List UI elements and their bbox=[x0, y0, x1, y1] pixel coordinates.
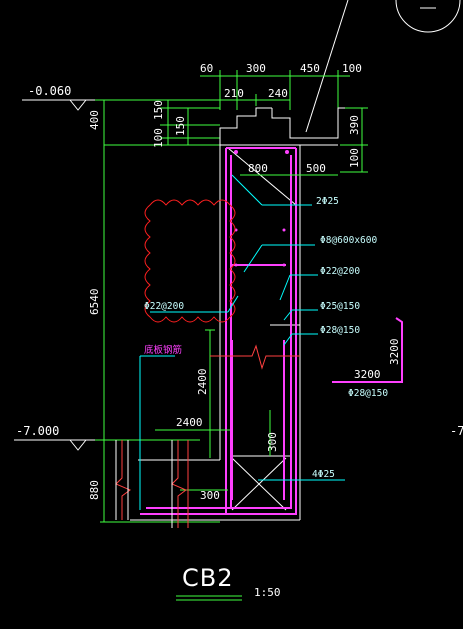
callout-circle bbox=[305, 0, 461, 133]
bottom-slab-rebar-label: 底板钢筋 bbox=[144, 344, 182, 356]
drawing-title: CB2 bbox=[182, 564, 234, 592]
level-bottom-text: -7.000 bbox=[16, 424, 59, 438]
detail-bent-bar bbox=[332, 317, 403, 383]
dim-300-vertical: 300 bbox=[266, 432, 279, 452]
dim-left-880: 880 bbox=[88, 480, 101, 500]
leader-lines bbox=[139, 174, 345, 510]
dim-2400-vertical: 2400 bbox=[196, 369, 209, 396]
dim-300-horizontal: 300 bbox=[200, 489, 220, 502]
rebar-label-4phi25: 4Φ25 bbox=[312, 469, 335, 480]
rebar-label-phi28: Φ28@150 bbox=[320, 325, 360, 336]
break-guides bbox=[115, 440, 173, 528]
dim-800: 800 bbox=[248, 162, 268, 175]
level-top-text: -0.060 bbox=[28, 84, 71, 98]
title-underline bbox=[176, 595, 242, 601]
dim-top-240: 240 bbox=[268, 87, 288, 100]
drawing-scale: 1:50 bbox=[254, 586, 281, 599]
detail-rebar-label: Φ28@150 bbox=[348, 388, 388, 399]
rebar-label-2phi25: 2Φ25 bbox=[316, 196, 339, 207]
rebar-label-phi25: Φ25@150 bbox=[320, 301, 360, 312]
rebar-label-phi22-right: Φ22@200 bbox=[320, 266, 360, 277]
dim-right-390: 390 bbox=[348, 115, 361, 135]
left-dimension-chain bbox=[100, 99, 220, 523]
dim-2400-horizontal: 2400 bbox=[176, 416, 203, 429]
detail-dim-horizontal: 3200 bbox=[354, 368, 381, 381]
dim-left-6540: 6540 bbox=[88, 289, 101, 316]
top-dimension-chain bbox=[200, 70, 350, 110]
dim-top-60: 60 bbox=[200, 62, 213, 75]
rebar-label-phi22-left: Φ22@200 bbox=[144, 301, 184, 312]
dim-left-100: 100 bbox=[152, 128, 165, 148]
dim-top-450: 450 bbox=[300, 62, 320, 75]
dim-left-150b: 150 bbox=[174, 116, 187, 136]
rebar-label-phi8: Φ8@600x600 bbox=[320, 235, 377, 246]
dim-right-100: 100 bbox=[348, 148, 361, 168]
dim-left-400: 400 bbox=[88, 110, 101, 130]
inner-dimensions bbox=[155, 174, 338, 491]
revision-cloud bbox=[144, 199, 236, 323]
detail-dim-vertical: 3200 bbox=[388, 339, 401, 366]
break-symbols bbox=[115, 344, 300, 528]
haunch-crosses bbox=[227, 147, 297, 511]
level-right-partial-text: -7 bbox=[450, 424, 463, 438]
rebar-lines bbox=[140, 147, 297, 515]
dim-top-210: 210 bbox=[224, 87, 244, 100]
dim-top-100: 100 bbox=[342, 62, 362, 75]
level-marker-bottom bbox=[14, 439, 200, 451]
dim-top-300: 300 bbox=[246, 62, 266, 75]
concrete-outline bbox=[130, 107, 345, 521]
dim-left-150a: 150 bbox=[152, 100, 165, 120]
dim-500: 500 bbox=[306, 162, 326, 175]
